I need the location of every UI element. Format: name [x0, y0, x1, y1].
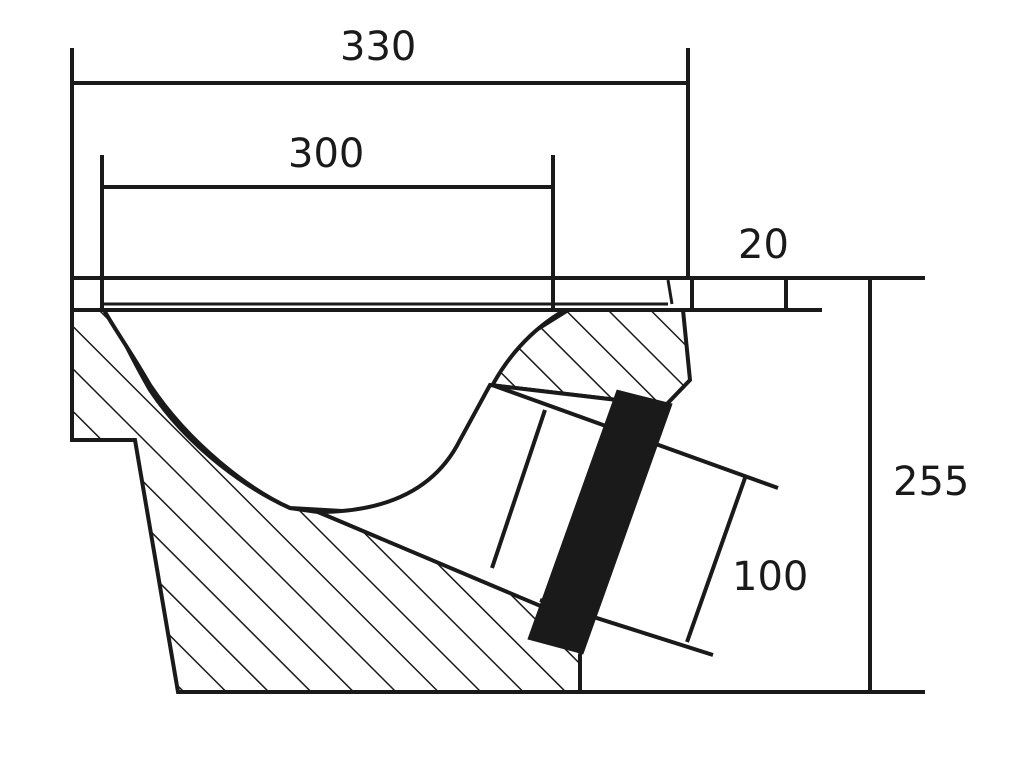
outlet-inner-line [490, 409, 547, 569]
dim-label-overall-height: 255 [893, 459, 969, 505]
dim-line-outlet [685, 477, 747, 643]
dim-label-inner-width: 300 [288, 131, 364, 177]
dim-label-overall-width: 330 [340, 24, 416, 70]
outlet-pipe-upper-line [491, 383, 779, 490]
dim-label-outlet-diameter: 100 [732, 554, 808, 600]
outlet-seal-gasket [527, 389, 673, 655]
rim-right-edge [666, 279, 674, 305]
outlet-pipe-lower-line [539, 598, 714, 657]
dim-label-rim-thickness: 20 [738, 222, 789, 268]
